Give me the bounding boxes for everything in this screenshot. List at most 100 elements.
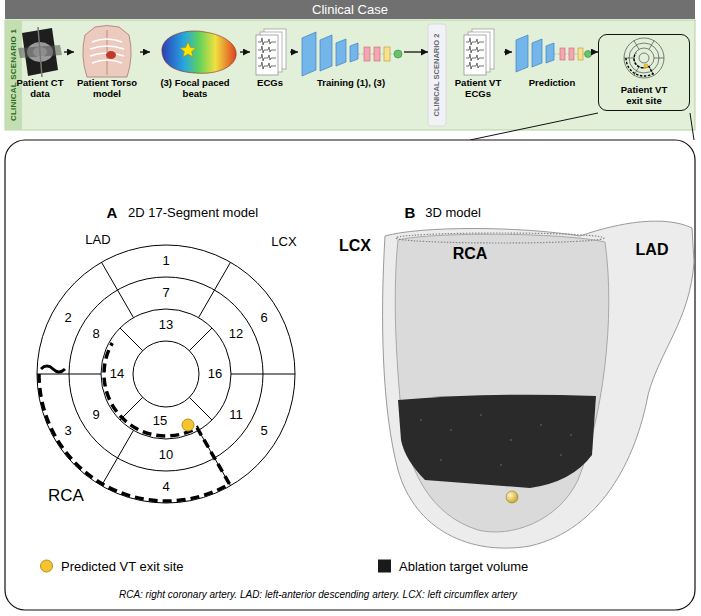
flow-arrow [404,51,428,52]
dense-layer [384,47,390,61]
conv-layer [532,39,542,67]
segment-number: 7 [162,286,169,301]
bullseye [37,245,295,503]
scenario-label: CLINICAL SCENARIO 2 [433,34,441,117]
title-banner: Clinical Case [5,0,695,19]
pipeline-step: ECGs [250,26,290,91]
segment-number: 5 [260,423,267,438]
pipeline-step: Patient CT data [16,26,64,101]
ecg-sheet [464,35,486,75]
legend-text: Ablation target volume [399,559,528,574]
ring [624,38,664,78]
ecg-sheet [256,35,278,75]
conv-layer [350,43,358,62]
valve-rim [396,233,604,243]
pipeline-step: (3) Focal paced beats [150,26,240,101]
step-caption: (3) Focal paced beats [150,78,240,99]
conv-layer [336,39,346,66]
heart-map [162,31,236,73]
step-caption: Prediction [512,78,592,89]
pipeline-step: Training (1), (3) [298,26,404,91]
panel-letter: A [107,204,118,221]
artery-label: LAD [636,241,669,259]
segment-number: 10 [159,448,173,463]
network-icon [516,35,592,72]
ablation-outline [39,343,230,501]
pipeline-step: Patient Torso model [74,26,140,101]
exit-site-sphere [506,491,518,503]
ecg-trace [466,38,484,69]
step-caption: Patient VT ECGs [452,78,504,99]
torso-shape [83,26,131,78]
scenario-band [428,24,446,126]
ring [101,309,231,439]
segment-number: 16 [208,367,222,382]
legend-swatch [40,560,53,573]
ablation-outline [41,366,65,372]
banner-ground [5,0,695,19]
ring-divider [624,41,664,76]
ring [639,53,649,63]
step-caption: Patient VT exit site [599,85,689,106]
segment-number: 6 [260,310,267,325]
panel-title: 3D model [425,206,481,221]
segment-number: 13 [159,318,173,333]
network-icon [302,32,402,76]
banner-title: Clinical Case [5,0,695,19]
segment-number: 3 [64,423,71,438]
left-ventricle [395,234,609,532]
step-caption: ECGs [250,78,290,89]
legend-item: Predicted VT exit site [40,559,184,574]
dense-layer [364,47,370,61]
artery-label: RCA [453,245,488,263]
flow-arrow [290,51,298,52]
ring [133,341,199,407]
dense-layer [569,48,574,60]
pipeline-step: Patient VT ECGs [452,26,504,101]
conv-layer [546,43,554,63]
flow-arrow [140,51,150,52]
panel-title: 2D 17-Segment model [128,206,258,221]
dense-layer [560,48,565,60]
heart [106,51,116,59]
pacing-star [180,42,196,57]
conv-layer [302,32,316,76]
zoom-line [470,113,598,140]
legend-item: Ablation target volume [378,559,528,574]
result-box: Patient VT exit site [598,34,690,111]
ct-icon [18,27,62,77]
segment-number: 8 [92,326,99,341]
ablation-texture [420,415,572,465]
step-caption: Training (1), (3) [298,78,404,89]
ring [634,48,654,68]
artery-label: LCX [271,235,296,250]
legend-swatch [378,560,391,573]
torso-icon [83,26,131,78]
ablation-volume [398,395,596,488]
scenario-label: CLINICAL SCENARIO 1 [10,29,18,121]
segment-number: 1 [162,254,169,269]
exit-dot [644,64,648,68]
ring [37,245,295,503]
dense-layer [374,47,380,61]
scenario-panel: Patient CT data Patient Torso model (3) Fo… [5,20,695,130]
ct-plane [38,27,42,77]
segment-number: 11 [229,407,243,422]
ecg-trace [258,38,276,69]
ecg-icon [464,29,494,75]
segment-divider [120,328,212,420]
panel-ground [5,20,695,130]
dense-layer [578,48,583,60]
detail-box [5,140,695,610]
exit-site-dot [182,419,194,431]
segment-number: 9 [92,407,99,422]
scenario-strip [5,20,22,130]
step-caption: Patient CT data [16,78,64,99]
activation-map [162,31,236,73]
output-node [585,51,592,58]
segment-number: 12 [229,326,243,341]
ribs [90,39,124,63]
artery-label: RCA [48,486,84,506]
segment-divider [37,262,295,485]
panel-letter: B [405,204,416,221]
